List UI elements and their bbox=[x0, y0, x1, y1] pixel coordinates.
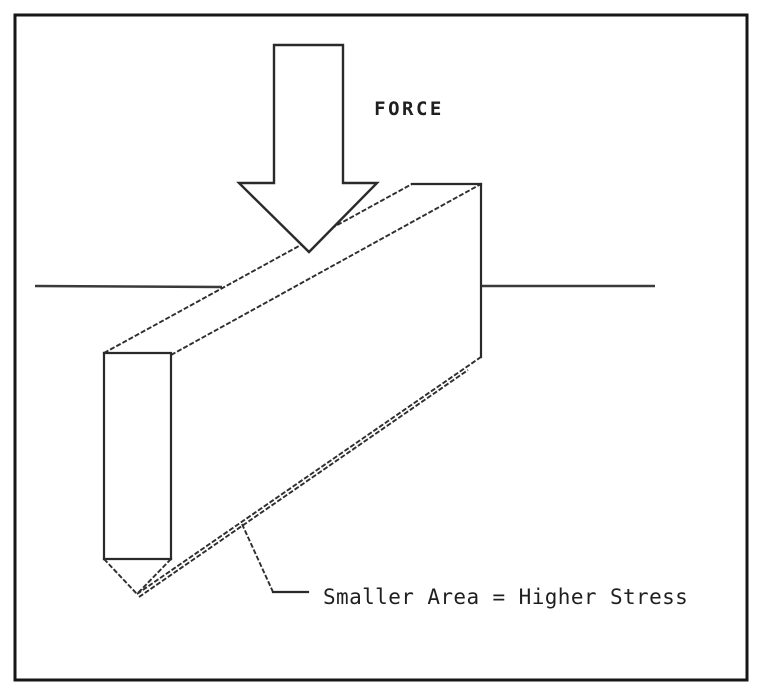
frame-border bbox=[13, 13, 749, 682]
wedge-point-left-bevel bbox=[103, 558, 138, 595]
wedge-point-right-bevel bbox=[136, 558, 172, 595]
force-label: FORCE bbox=[374, 98, 444, 120]
knife-edge-lower-line bbox=[138, 369, 469, 598]
wedge-top-front-edge bbox=[170, 183, 482, 356]
force-arrow-icon bbox=[236, 43, 380, 254]
caption-label: Smaller Area = Higher Stress bbox=[323, 585, 688, 609]
leader-line-diagonal bbox=[241, 523, 274, 593]
datum-line-left bbox=[34, 284, 223, 289]
wedge-top-back-edge bbox=[103, 183, 413, 354]
knife-edge-upper-line bbox=[136, 356, 482, 595]
